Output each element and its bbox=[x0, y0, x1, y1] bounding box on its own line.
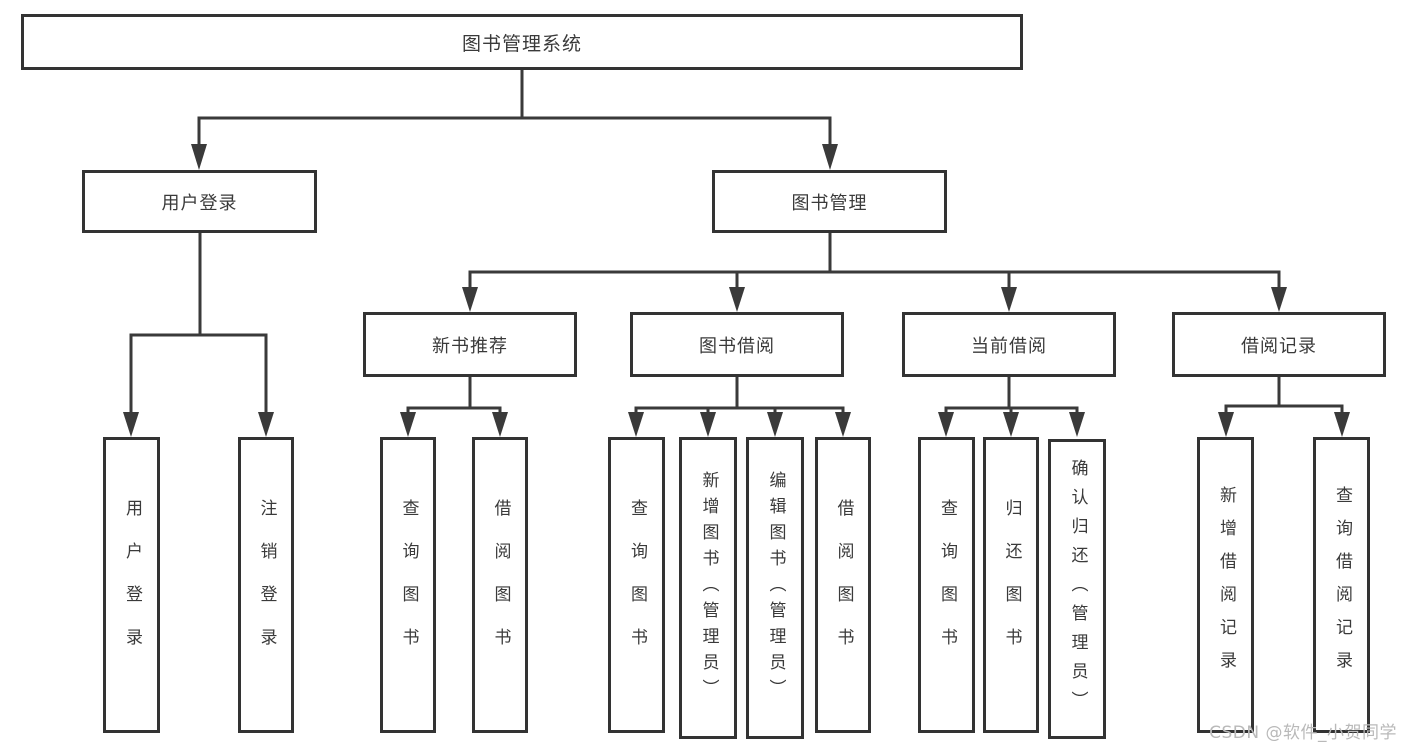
node-user-login: 用户登录 bbox=[82, 170, 317, 233]
leaf-add-borrow-record: 新增借阅记录 bbox=[1197, 437, 1254, 733]
node-borrow-record: 借阅记录 bbox=[1172, 312, 1386, 377]
edge-bookborrow-to-leaves bbox=[628, 375, 851, 437]
node-label: 新书推荐 bbox=[432, 335, 508, 357]
node-label: 借阅记录 bbox=[1241, 335, 1317, 357]
node-label: 当前借阅 bbox=[971, 335, 1047, 357]
leaf-user-login: 用户登录 bbox=[103, 437, 160, 733]
leaf-confirm-return-admin: 确认归还（管理员） bbox=[1048, 439, 1106, 739]
leaf-edit-books-admin: 编辑图书（管理员） bbox=[746, 437, 804, 739]
edge-currentborrow-to-leaves bbox=[938, 375, 1085, 437]
leaf-label: 查询借阅记录 bbox=[1332, 486, 1352, 684]
leaf-label: 用户登录 bbox=[122, 499, 142, 671]
leaf-query-borrow-record: 查询借阅记录 bbox=[1313, 437, 1370, 733]
leaf-label: 新增图书（管理员） bbox=[698, 471, 719, 705]
csdn-watermark: CSDN @软件_小贺同学 bbox=[1209, 723, 1397, 743]
leaf-query-books-3: 查询图书 bbox=[918, 437, 975, 733]
leaf-label: 注销登录 bbox=[256, 499, 277, 671]
node-book-borrow: 图书借阅 bbox=[630, 312, 844, 377]
leaf-label: 借阅图书 bbox=[490, 499, 511, 671]
leaf-add-books-admin: 新增图书（管理员） bbox=[679, 437, 737, 739]
leaf-label: 查询图书 bbox=[398, 499, 419, 671]
node-book-management: 图书管理 bbox=[712, 170, 947, 233]
leaf-label: 新增借阅记录 bbox=[1216, 486, 1236, 684]
leaf-label: 查询图书 bbox=[627, 499, 647, 671]
node-current-borrow: 当前借阅 bbox=[902, 312, 1116, 377]
node-label: 图书借阅 bbox=[699, 335, 775, 357]
leaf-logout: 注销登录 bbox=[238, 437, 294, 733]
leaf-label: 确认归还（管理员） bbox=[1067, 458, 1088, 720]
leaf-borrow-books-1: 借阅图书 bbox=[472, 437, 528, 733]
edge-root-to-level2 bbox=[191, 67, 838, 170]
leaf-label: 借阅图书 bbox=[833, 499, 854, 671]
leaf-label: 归还图书 bbox=[1001, 499, 1022, 671]
leaf-query-books-1: 查询图书 bbox=[380, 437, 436, 733]
edge-userlogin-to-leaves bbox=[123, 230, 274, 437]
edge-bookmgmt-to-level3 bbox=[462, 230, 1287, 312]
node-new-book-recommend: 新书推荐 bbox=[363, 312, 577, 377]
edge-borrowrecord-to-leaves bbox=[1218, 375, 1350, 437]
node-root-system: 图书管理系统 bbox=[21, 14, 1023, 70]
leaf-borrow-books-2: 借阅图书 bbox=[815, 437, 871, 733]
leaf-label: 查询图书 bbox=[937, 499, 957, 671]
leaf-query-books-2: 查询图书 bbox=[608, 437, 665, 733]
leaf-label: 编辑图书（管理员） bbox=[765, 471, 786, 705]
edge-newbook-to-leaves bbox=[400, 375, 508, 437]
node-label: 图书管理 bbox=[791, 192, 868, 214]
node-label: 图书管理系统 bbox=[461, 32, 582, 55]
leaf-return-books: 归还图书 bbox=[983, 437, 1039, 733]
node-label: 用户登录 bbox=[161, 192, 238, 214]
